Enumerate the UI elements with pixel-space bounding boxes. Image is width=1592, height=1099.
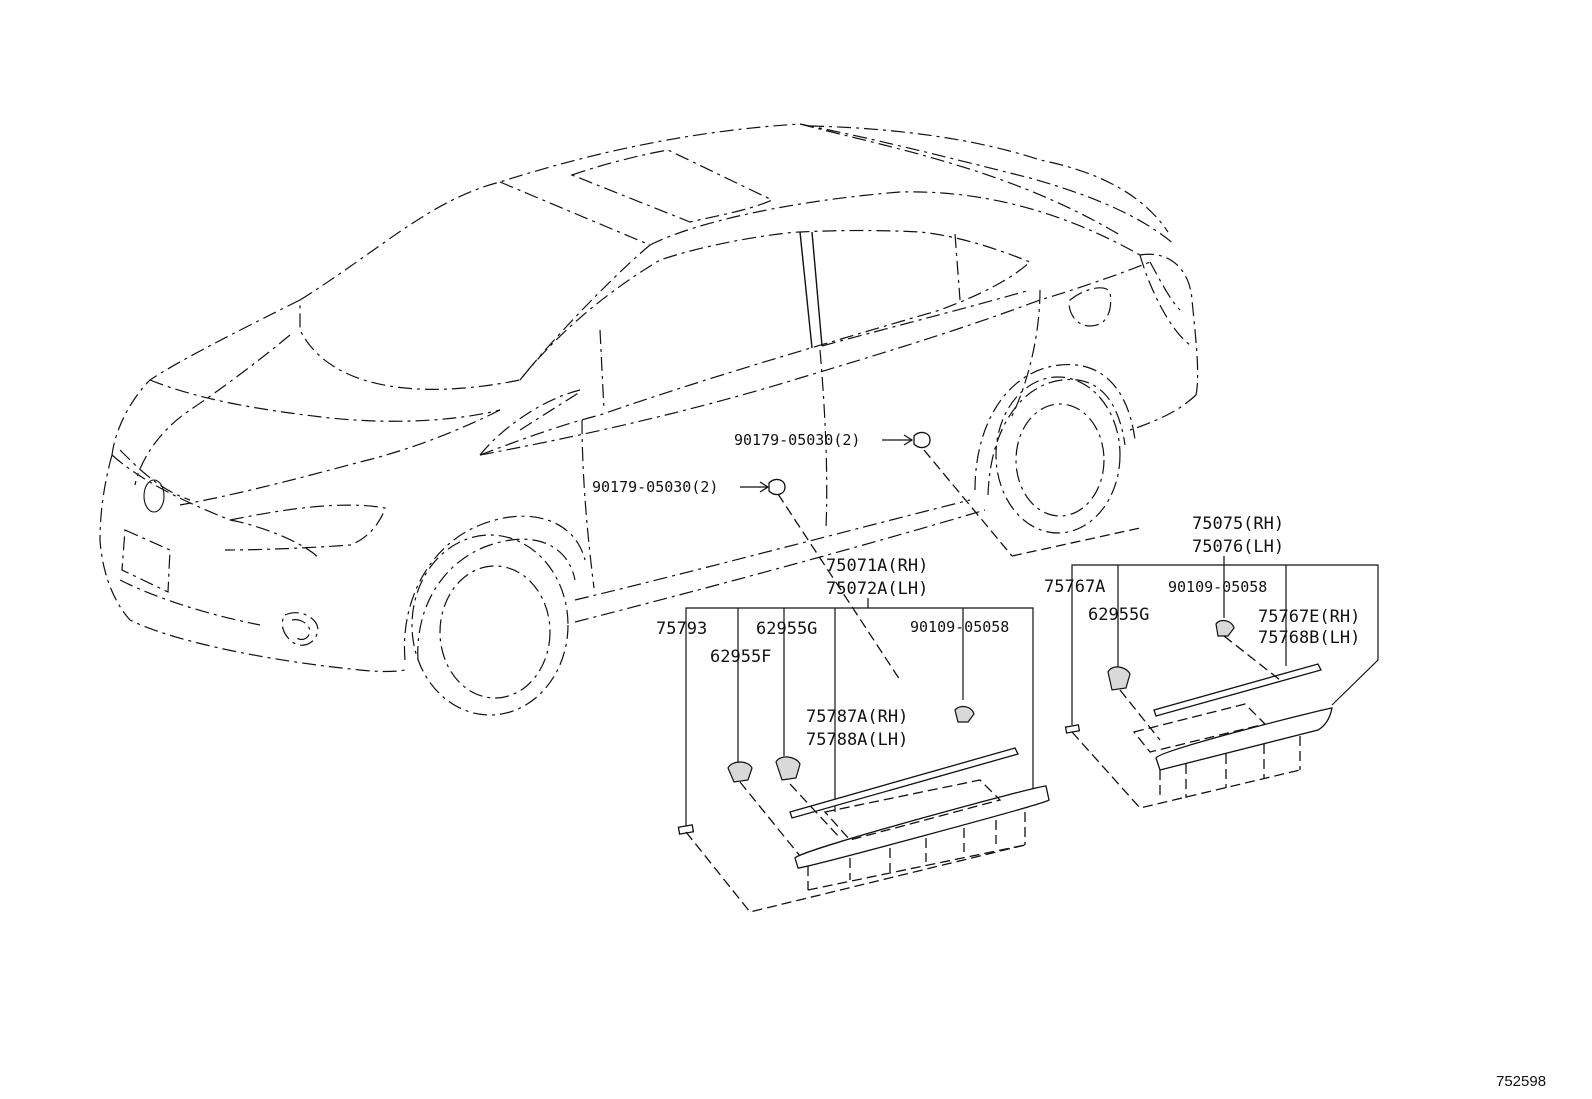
label-rear-nut: 90109-05058: [1168, 578, 1267, 596]
label-front-tape: 75793: [656, 619, 707, 639]
rear-clip-callout: 90179-05030(2): [734, 431, 1141, 557]
label-front-molding-lh: 75072A(LH): [826, 579, 928, 599]
label-front-protector-rh: 75787A(RH): [806, 707, 908, 727]
car-illustration: [99, 123, 1199, 716]
front-protector-part: [789, 747, 1019, 819]
front-molding-group: 75071A(RH) 75072A(LH) 75793 62955G 62955…: [656, 556, 1050, 913]
label-rear-protector-rh: 75767E(RH): [1258, 607, 1360, 627]
label-front-molding-rh: 75071A(RH): [826, 556, 928, 576]
label-rear-molding-lh: 75076(LH): [1192, 537, 1284, 557]
tape-part-rear: [1064, 724, 1081, 734]
clip-marker-rear: [913, 431, 931, 449]
label-rear-protector-lh: 75768B(LH): [1258, 628, 1360, 648]
front-clip-callout: 90179-05030(2): [592, 478, 901, 681]
clip-62955f-part: [727, 761, 753, 783]
label-front-protector-lh: 75788A(LH): [806, 730, 908, 750]
label-front-nut: 90109-05058: [910, 618, 1009, 636]
rear-molding-group: 75075(RH) 75076(LH) 75767A 62955G 90109-…: [1044, 514, 1379, 809]
label-rear-molding-rh: 75075(RH): [1192, 514, 1284, 534]
label-clip-rear: 90179-05030(2): [734, 431, 860, 449]
label-front-clip-f: 62955F: [710, 647, 771, 667]
nut-front-part: [954, 705, 975, 723]
label-clip-front: 90179-05030(2): [592, 478, 718, 496]
label-front-clip-g: 62955G: [756, 619, 817, 639]
label-rear-tape: 75767A: [1044, 577, 1105, 597]
clip-marker-front: [768, 478, 786, 496]
rear-molding-part: [1155, 707, 1333, 771]
nut-rear-part: [1215, 619, 1235, 637]
clip-62955g-part: [775, 756, 801, 781]
label-rear-clip-g: 62955G: [1088, 605, 1149, 625]
rear-protector-part: [1153, 663, 1322, 717]
front-molding-part: [794, 785, 1050, 869]
figure-id: 752598: [1496, 1073, 1546, 1090]
clip-62955g-rear-part: [1107, 666, 1131, 691]
